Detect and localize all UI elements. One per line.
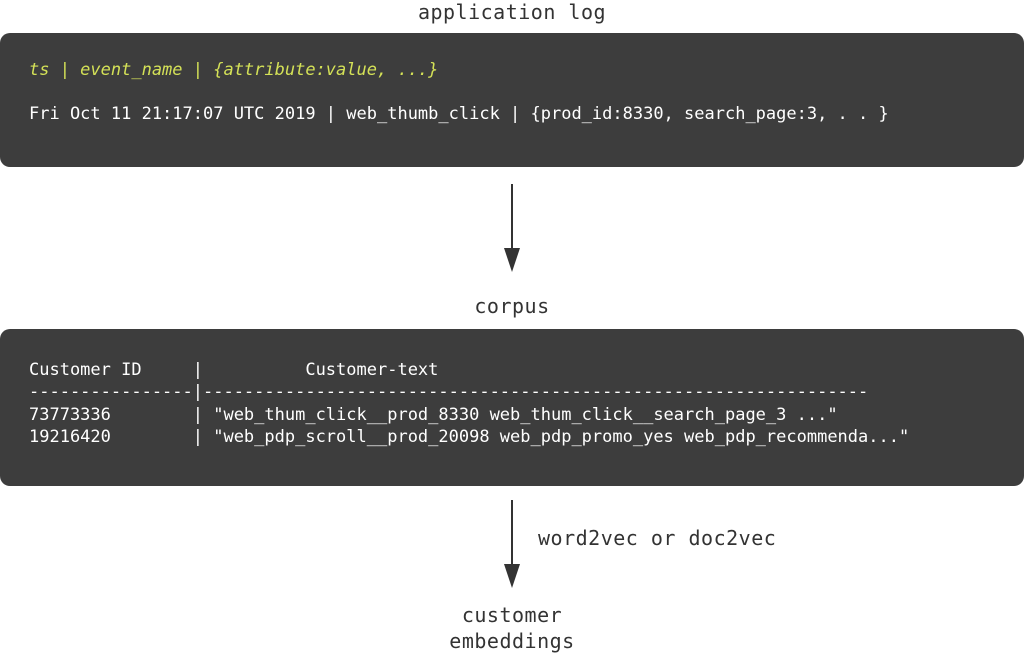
corpus-header-line: Customer ID | Customer-text — [29, 360, 439, 380]
corpus-separator-line: ----------------|-----------------------… — [29, 382, 869, 402]
application-log-panel: ts | event_name | {attribute:value, ...}… — [0, 33, 1024, 167]
transform-label: word2vec or doc2vec — [538, 526, 777, 550]
output-line-2: embeddings — [449, 629, 575, 653]
log-example-line: Fri Oct 11 21:17:07 UTC 2019 | web_thumb… — [29, 104, 889, 124]
corpus-title: corpus — [474, 294, 550, 318]
customer-embeddings-label: customer embeddings — [0, 602, 1024, 654]
log-schema-line: ts | event_name | {attribute:value, ...} — [29, 60, 439, 80]
down-arrow-icon — [504, 184, 520, 272]
corpus-row: 73773336 | "web_thum_click__prod_8330 we… — [29, 405, 838, 425]
corpus-row: 19216420 | "web_pdp_scroll__prod_20098 w… — [29, 427, 910, 447]
output-line-1: customer — [461, 603, 563, 627]
application-log-title: application log — [417, 0, 607, 24]
corpus-panel: Customer ID | Customer-text ------------… — [0, 329, 1024, 486]
down-arrow-icon — [504, 500, 520, 588]
